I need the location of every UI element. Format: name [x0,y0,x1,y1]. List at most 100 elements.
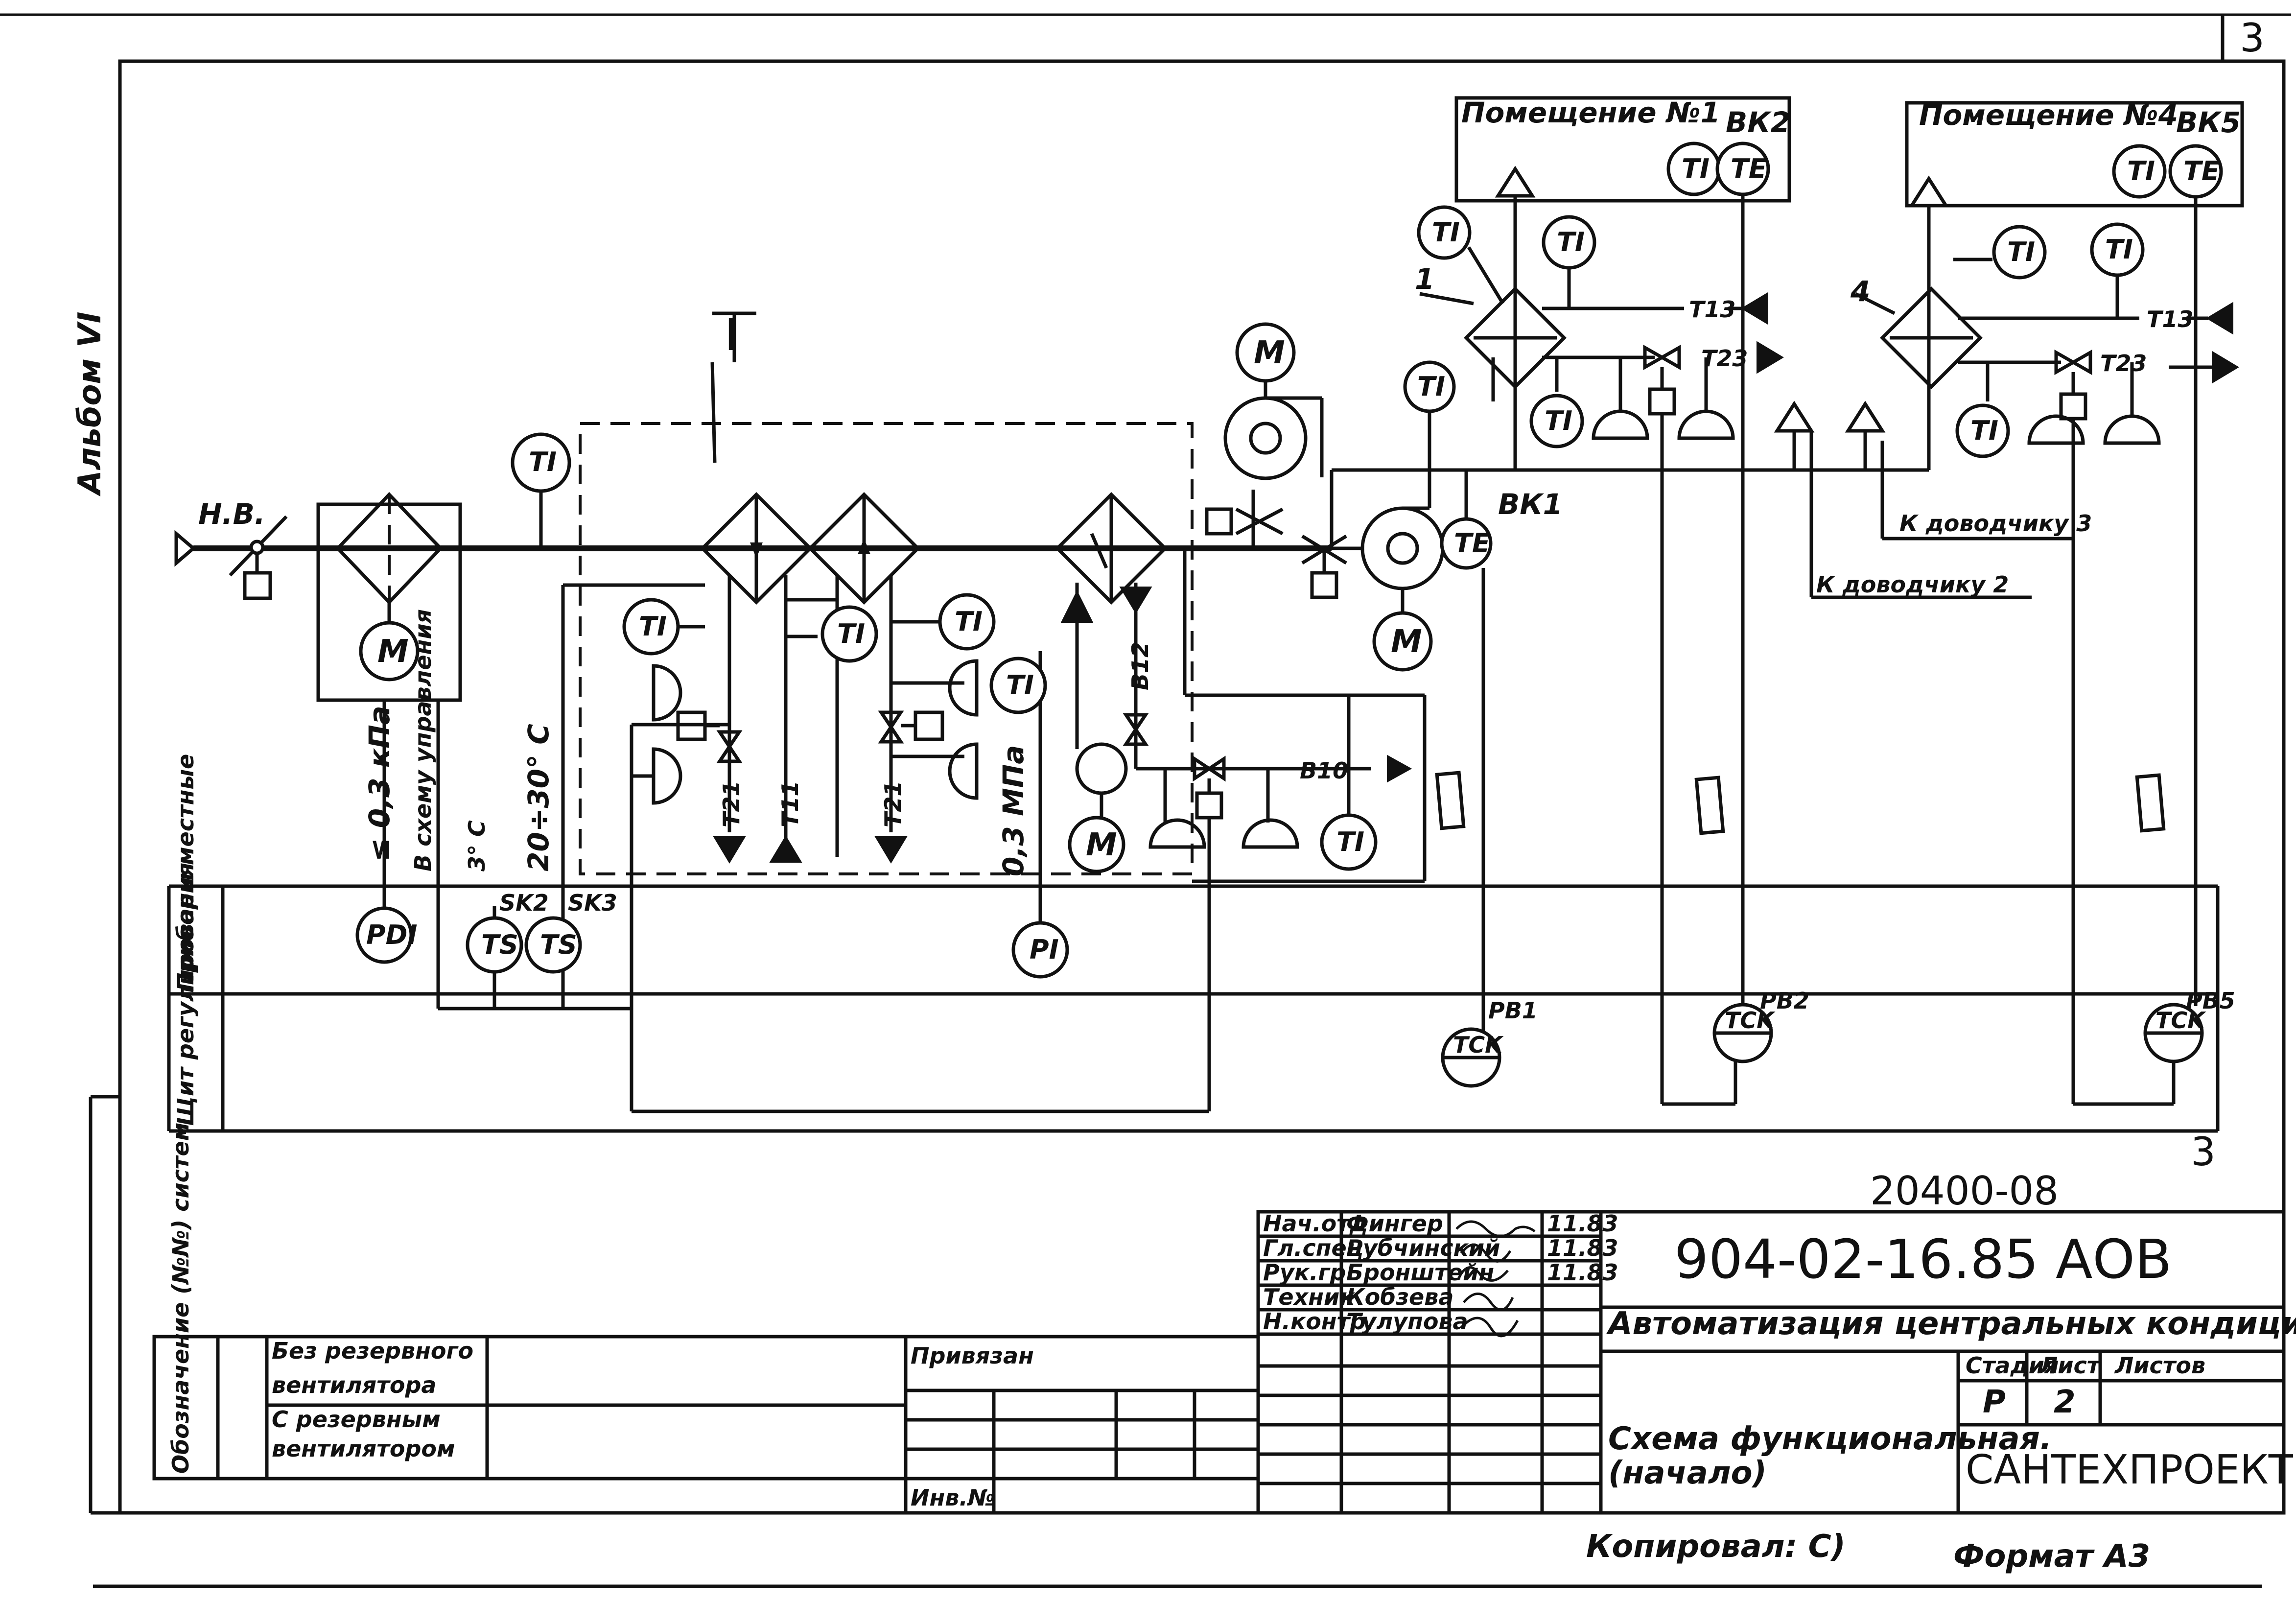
legend-row2b: вентилятором [272,1436,455,1462]
te-room4: TE [2168,144,2223,1006]
svg-text:TI: TI [1336,826,1364,857]
pipe-t11: Т11 [777,781,803,827]
svg-text:TS: TS [481,929,518,960]
annotation-3c: 3° С [464,820,490,871]
outdoor-air-label: Н.В. [198,497,265,531]
arrow-t23-b [2212,351,2239,384]
ti-reheater1-top: TI [1542,215,1596,308]
arrow-cooler-down [1119,587,1152,614]
drawing-code: 904-02-16.85 АОВ [1674,1228,2172,1291]
pipe-t13-b: Т13 [2147,306,2193,332]
ti-reheater4-bottom: TI [1955,403,2010,458]
drawing-title: Автоматизация центральных кондиционеров. [1606,1306,2296,1342]
svg-text:TI: TI [2007,236,2035,267]
tag-num1: 1 [1415,262,1434,296]
staff-name-1: Рубчинский [1346,1235,1500,1261]
sheet-number: 3 [2240,15,2265,61]
arrow-b10 [1387,754,1412,783]
svg-text:TI: TI [1557,227,1585,258]
sheet-value: 2 [2054,1384,2076,1420]
instrument-rows [167,884,2220,1133]
stage-header: Стадия [1966,1352,2059,1379]
arrow-t21b [874,836,908,864]
tck-pv5: TCK [2143,1003,2206,1063]
svg-text:TI: TI [837,618,865,649]
legend-header: Обозначение (№№) систем [167,1123,194,1474]
svg-text:TI: TI [955,606,983,637]
arrow-t13-a [1741,292,1768,325]
room-4-label: Помещение №4 [1919,98,2178,132]
svg-text:PI: PI [1030,934,1059,965]
motor-fan-main: M [1235,322,1296,383]
fan-reserve-damper [1301,535,1347,599]
tag-sk2: SK2 [499,890,549,916]
motor-fan-reserve: M [1372,611,1433,672]
tag-pv2: РВ2 [1760,988,1809,1014]
sheets-header: Листов [2114,1352,2205,1379]
to-chiller-2: К доводчику 2 [1816,571,2009,598]
pump-valve [1148,755,1299,1111]
annotation-temp-range: 20÷30° С [522,724,555,871]
reheater-1 [1419,286,1684,401]
cooler-valve-top [1123,713,1149,733]
motor-label: M [377,634,409,670]
ti-reheater1-left: TI [1417,205,1504,305]
staff-name-2: Бронштейн [1346,1259,1494,1286]
pipe-t21a: Т21 [718,781,745,827]
album-label: Альбом VI [72,312,108,497]
svg-text:TI: TI [1682,153,1710,184]
svg-text:M: M [1254,335,1285,371]
staff-role-2: Рук.гр. [1263,1259,1355,1286]
heater-piping [561,575,964,974]
arrow-t21a [713,836,746,864]
stage-value: Р [1983,1384,2006,1420]
section-i-enclosure [579,311,1194,875]
pipe-b12: В12 [1127,642,1153,690]
ti-after-fan: TI [1403,360,1456,470]
arrow-cooler-up [1060,590,1094,623]
svg-text:TI: TI [529,447,557,477]
te-room1: TE [1715,141,1770,1006]
staff-date-0: 11.83 [1547,1210,1618,1237]
ts-instrument-1: TS [466,916,523,974]
tag-pv1: РВ1 [1488,997,1538,1024]
ti-room1: TI [1666,141,1721,196]
svg-text:M: M [1391,624,1422,660]
arrow-t13-b [2206,302,2233,335]
inventory-label: Инв.№ [911,1484,995,1511]
ti-heater-right: TI [891,593,996,651]
svg-text:TI: TI [1006,670,1034,701]
staff-role-3: Техник [1263,1284,1356,1310]
valve-reheater-4 [2027,349,2161,1104]
branch-chillers [1774,400,2073,599]
row-local-instruments: Приборы местные [172,754,199,991]
cooler-exchanger [1055,492,1168,605]
legend-row1a: Без резервного [272,1338,473,1364]
heater-valve-2 [878,659,979,800]
staff-date-1: 11.83 [1547,1235,1618,1261]
tck-pv2: TCK [1712,1003,1776,1063]
ti-pump: TI [989,657,1047,714]
svg-text:TE: TE [1454,528,1490,559]
svg-text:TE: TE [2183,156,2220,187]
svg-text:TCK: TCK [1725,1007,1776,1034]
svg-text:TI: TI [1545,405,1572,436]
staff-role-4: Н.контр. [1263,1308,1375,1335]
sheet-header: Лист [2038,1352,2101,1379]
ti-heater-mid: TI [820,605,878,663]
ts-instrument-2: TS [524,916,582,974]
tag-vk5: ВК5 [2176,106,2241,139]
pipe-t23-a: Т23 [1701,345,1748,372]
main-air-duct [193,468,1929,551]
tag-vk1: ВК1 [1498,488,1563,521]
outdoor-air-inlet [174,515,288,600]
organization: САНТЕХПРОЕКТ [1966,1447,2294,1493]
svg-text:TI: TI [2127,156,2155,187]
pdi-instrument: PDI [355,906,418,964]
legend-row2a: С резервным [272,1406,441,1433]
pump [1075,742,1128,818]
svg-text:M: M [1086,827,1117,863]
cooler-valve-bot [1123,726,1149,746]
heater-valve-1 [632,664,743,805]
